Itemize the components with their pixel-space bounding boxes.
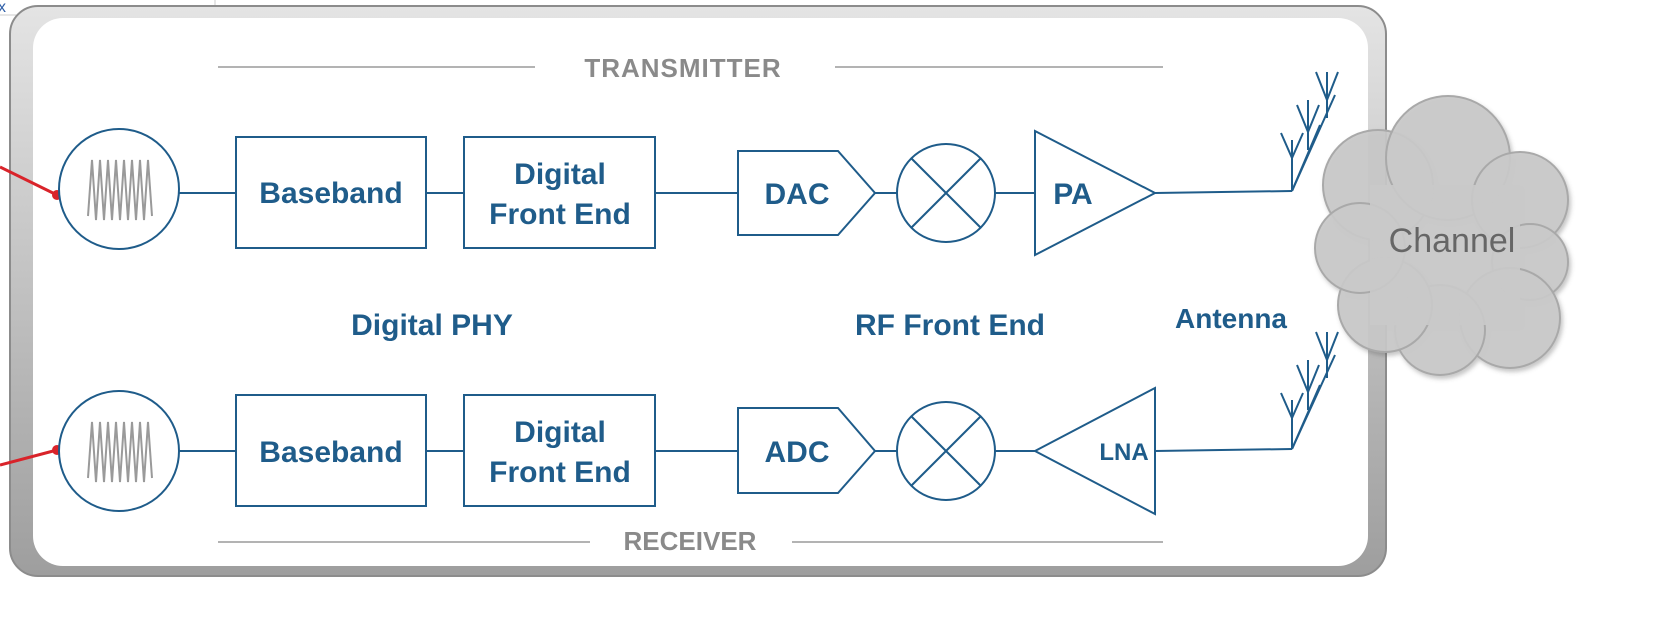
tx-dfe-label-line1: Digital xyxy=(514,158,606,191)
tx-pa-block: PA xyxy=(1034,129,1158,257)
receiver-chain: Baseband Digital Front End ADC LNA xyxy=(0,331,1339,516)
transmitter-chain: Baseband Digital Front End DAC PA xyxy=(0,71,1339,257)
antenna-label: Antenna xyxy=(1175,303,1287,334)
rx-signal-source-icon xyxy=(58,390,180,512)
tx-baseband-label: Baseband xyxy=(259,177,402,210)
tx-pa-label: PA xyxy=(1053,178,1092,211)
rx-dfe-label-line1: Digital xyxy=(514,416,606,449)
rx-mixer-icon xyxy=(896,401,996,501)
digital-phy-label: Digital PHY xyxy=(351,309,513,342)
channel-label: Channel xyxy=(1389,222,1516,260)
transmitter-divider: TRANSMITTER xyxy=(218,53,1163,83)
tx-dfe-label-line2: Front End xyxy=(489,198,631,231)
cropped-glyph: x xyxy=(0,0,6,16)
rx-pointer-line xyxy=(0,448,58,467)
receiver-divider: RECEIVER xyxy=(218,526,1163,556)
rx-adc-label: ADC xyxy=(765,436,830,469)
rx-baseband-block: Baseband xyxy=(235,394,427,507)
rx-baseband-label: Baseband xyxy=(259,436,402,469)
rx-dfe-label-line2: Front End xyxy=(489,456,631,489)
rx-digital-front-end-block: Digital Front End xyxy=(463,394,656,507)
rx-adc-block: ADC xyxy=(737,407,877,494)
tx-dac-block: DAC xyxy=(737,150,877,236)
rx-antenna-icon xyxy=(1280,331,1339,450)
tx-baseband-block: Baseband xyxy=(235,136,427,249)
rf-front-end-label: RF Front End xyxy=(855,309,1045,342)
tx-dac-label: DAC xyxy=(765,178,830,211)
tx-antenna-icon xyxy=(1280,71,1339,192)
rx-lna-label: LNA xyxy=(1099,439,1148,466)
channel-cloud-icon: Channel xyxy=(1314,95,1569,376)
transmitter-title: TRANSMITTER xyxy=(584,53,781,83)
tx-pointer-line xyxy=(0,165,58,197)
diagram-panel xyxy=(9,5,1387,577)
tx-digital-front-end-block: Digital Front End xyxy=(463,136,656,249)
tx-signal-source-icon xyxy=(58,128,180,250)
tx-mixer-icon xyxy=(896,143,996,243)
receiver-title: RECEIVER xyxy=(624,526,757,556)
